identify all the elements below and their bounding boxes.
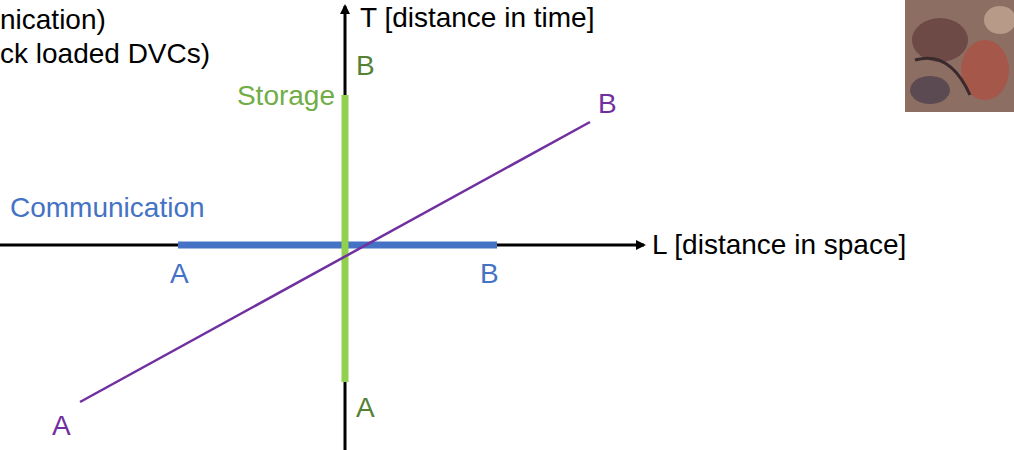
storage-label: Storage	[237, 80, 335, 112]
cave-painting	[905, 0, 1014, 112]
cut-off-note: nication)	[0, 4, 106, 36]
communication-line	[178, 242, 497, 249]
endpoint-label: A	[52, 410, 71, 442]
communication-label: Communication	[10, 192, 205, 224]
endpoint-label: B	[598, 88, 617, 120]
endpoint-label: A	[170, 258, 189, 290]
storage-line	[342, 95, 349, 382]
axis-label: L [distance in space]	[652, 229, 906, 261]
endpoint-label: B	[356, 50, 375, 82]
spacetime-line	[80, 122, 590, 402]
cut-off-note: ck loaded DVCs)	[0, 38, 210, 70]
time-axis	[344, 6, 347, 450]
endpoint-label: B	[480, 258, 499, 290]
axis-label: T [distance in time]	[360, 2, 594, 34]
endpoint-label: A	[356, 392, 375, 424]
space-axis	[0, 244, 644, 247]
